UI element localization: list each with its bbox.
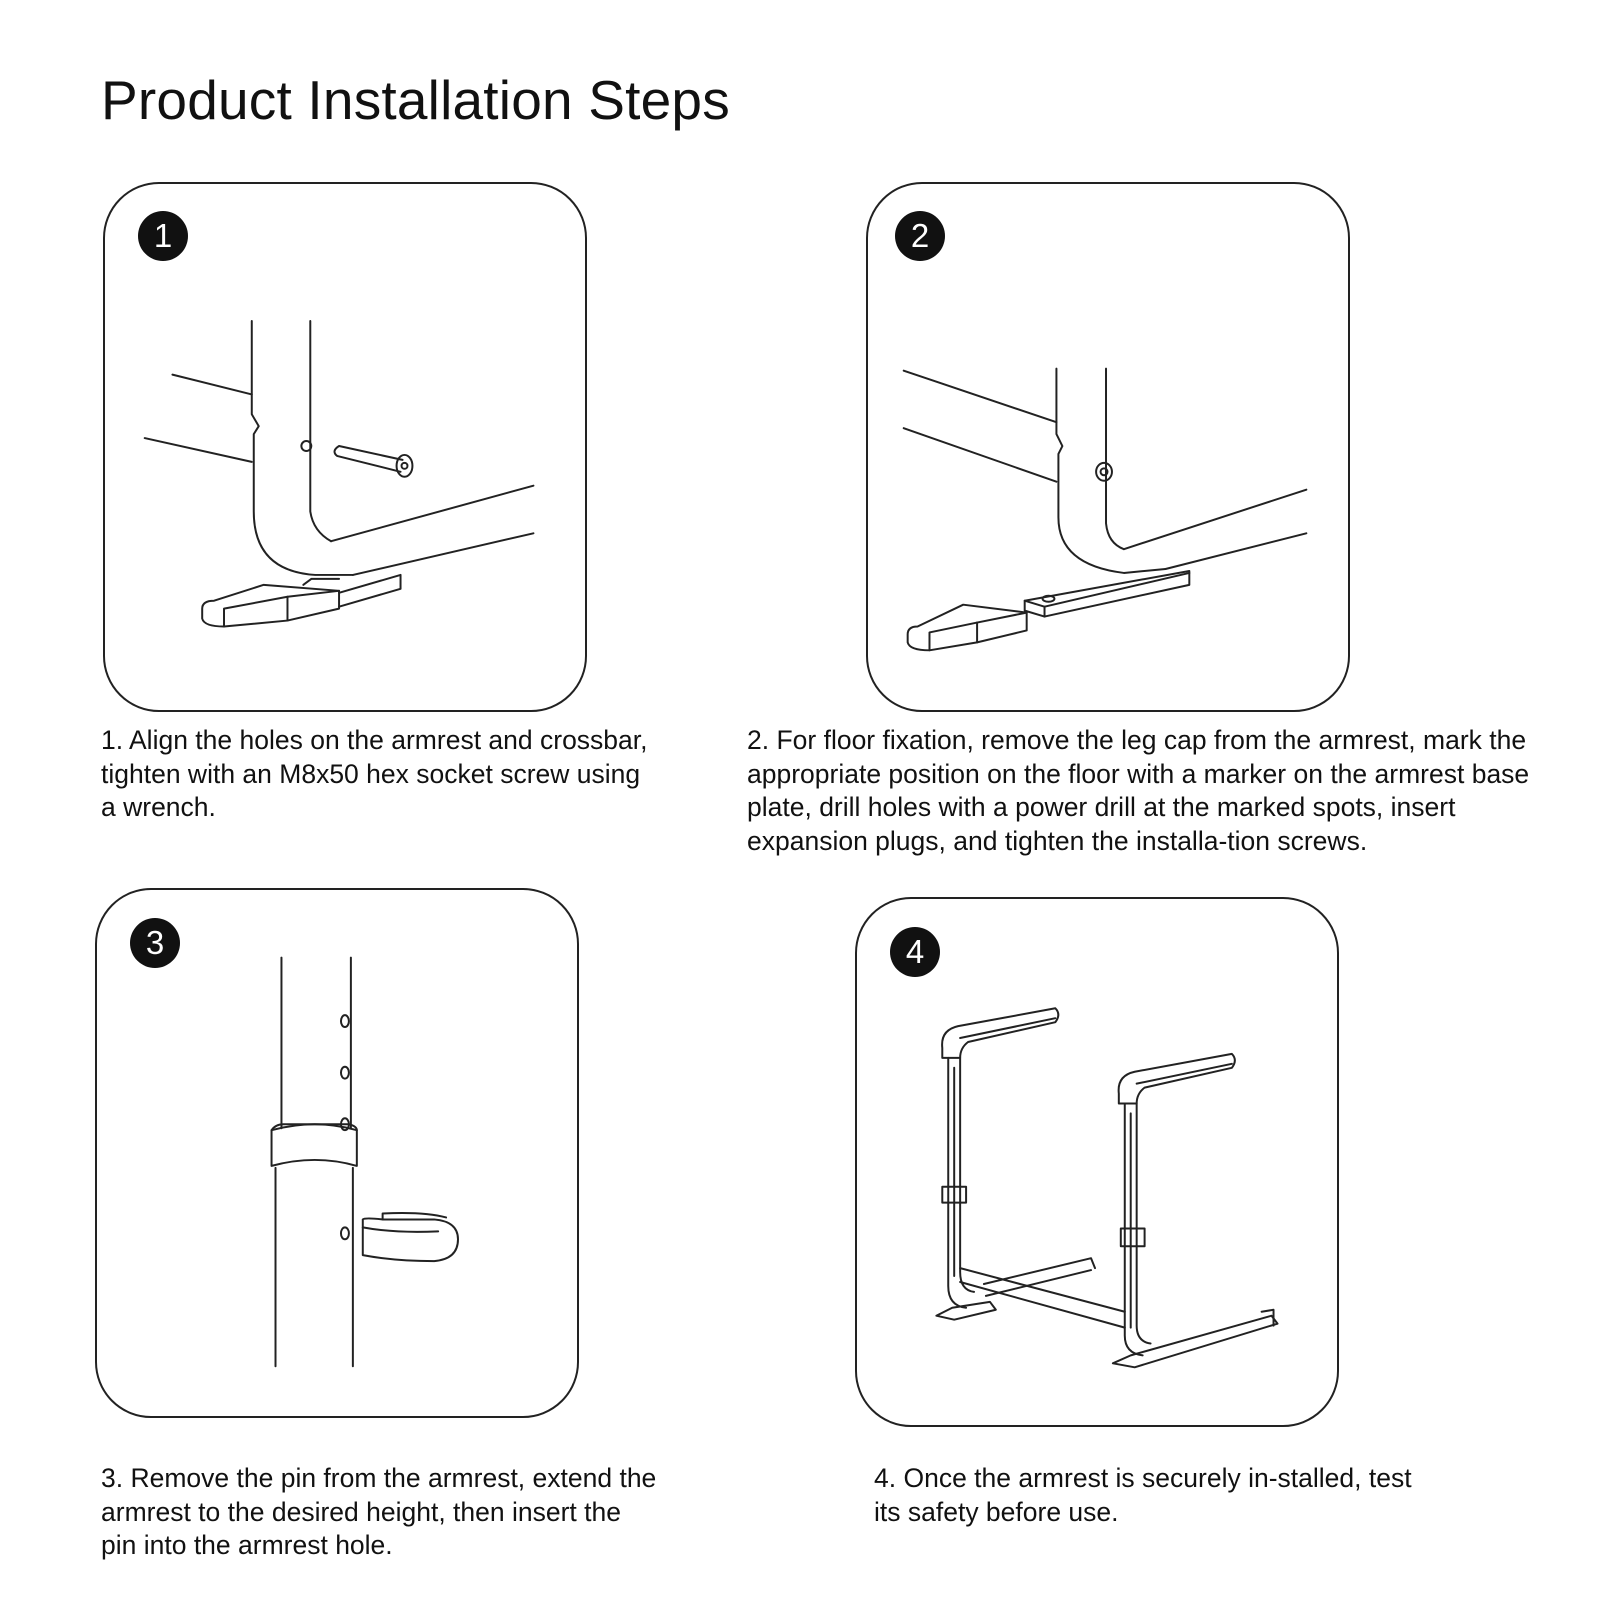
- step-3-number-badge: 3: [130, 918, 180, 968]
- step-1-illustration-panel: 1: [103, 182, 587, 712]
- height-adjustment-pin-illustration: [270, 956, 459, 1368]
- armrest-crossbar-screw-illustration: [143, 320, 535, 628]
- step-4-illustration-panel: 4: [855, 897, 1339, 1427]
- step-4-number-badge: 4: [890, 927, 940, 977]
- step-2-instructions: 2. For floor fixation, remove the leg ca…: [747, 725, 1530, 856]
- step-3-illustration-panel: 3: [95, 888, 579, 1418]
- step-1-instructions: 1. Align the holes on the armrest and cr…: [101, 725, 648, 822]
- step-2-number-badge: 2: [895, 211, 945, 261]
- floor-fixation-illustration: [902, 367, 1308, 652]
- step-3-instructions: 3. Remove the pin from the armrest, exte…: [101, 1463, 657, 1560]
- step-4-instructions: 4. Once the armrest is securely in-stall…: [874, 1463, 1412, 1527]
- page-title: Product Installation Steps: [101, 69, 730, 131]
- step-1-number-badge: 1: [138, 211, 188, 261]
- assembled-armrest-frame-illustration: [935, 1007, 1279, 1369]
- step-2-illustration-panel: 2: [866, 182, 1350, 712]
